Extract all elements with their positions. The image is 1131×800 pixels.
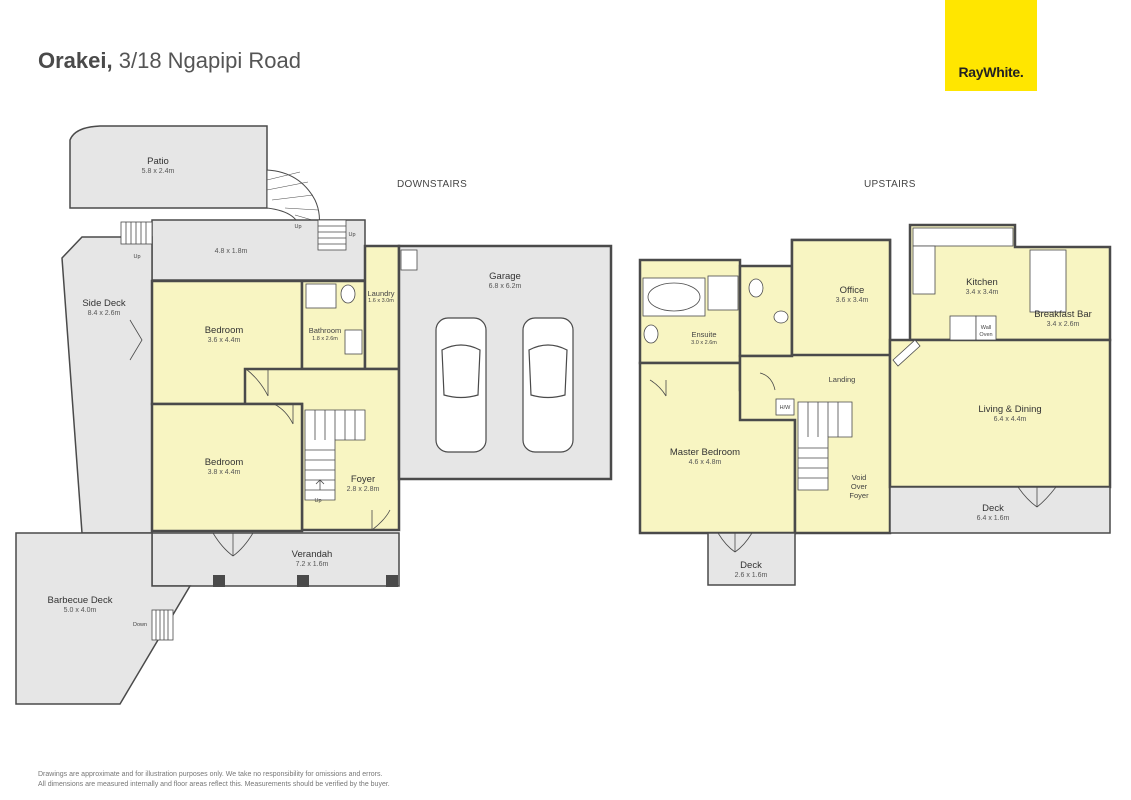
- landing-name: Landing: [829, 375, 856, 384]
- up-label-3: Up: [348, 232, 355, 238]
- car-2: [522, 317, 574, 453]
- patio-area: [69, 125, 268, 209]
- bedroom-2-dim: 3.8 x 4.4m: [208, 469, 241, 476]
- side-deck-steps: [120, 221, 153, 245]
- up-label-2: Up: [294, 224, 301, 230]
- office-dim: 3.6 x 3.4m: [836, 297, 869, 304]
- kitchen-name: Kitchen: [966, 277, 998, 288]
- laundry-name: Laundry: [367, 289, 394, 298]
- bedroom-2-name: Bedroom: [205, 457, 244, 468]
- up-label-1: Up: [133, 254, 140, 260]
- kitchen-dim: 3.4 x 3.4m: [966, 289, 999, 296]
- laundry-dim: 1.6 x 3.0m: [368, 298, 394, 304]
- north-deck-steps: [317, 219, 347, 251]
- laundry-tub: [400, 249, 418, 271]
- garage-dim: 6.8 x 6.2m: [489, 283, 522, 290]
- patio-dim: 5.8 x 2.4m: [142, 168, 175, 175]
- foyer-stair: [304, 409, 366, 501]
- verandah: [151, 532, 400, 587]
- deck-large: [889, 486, 1111, 534]
- bedroom-2: [150, 402, 304, 533]
- ensuite-shower: [707, 275, 739, 311]
- master-bedroom-dim: 4.6 x 4.8m: [689, 459, 722, 466]
- down-label: Down: [133, 622, 147, 628]
- breakfast-bar-dim: 3.4 x 2.6m: [1047, 321, 1080, 328]
- property-title: Orakei, 3/18 Ngapipi Road: [38, 48, 301, 74]
- patio-name: Patio: [147, 156, 169, 167]
- disclaimer: Drawings are approximate and for illustr…: [38, 770, 390, 790]
- office: [790, 238, 892, 357]
- upstairs-stair: [797, 401, 853, 491]
- garage: [397, 244, 613, 481]
- upstairs-heading: UPSTAIRS: [864, 179, 916, 190]
- upstairs-wc: [738, 264, 794, 358]
- bbq-deck-name: Barbecue Deck: [48, 595, 113, 606]
- living-dim: 6.4 x 4.4m: [994, 416, 1027, 423]
- wall-oven-line-1: Wall: [981, 325, 992, 331]
- side-deck-dim: 8.4 x 2.6m: [88, 310, 121, 317]
- deck-small-name: Deck: [740, 560, 762, 571]
- bedroom-1-name: Bedroom: [205, 325, 244, 336]
- ensuite-dim: 3.0 x 2.6m: [691, 340, 717, 346]
- wall-oven: [975, 315, 997, 341]
- bathroom-dim: 1.8 x 2.6m: [312, 336, 338, 342]
- bbq-deck-dim: 5.0 x 4.0m: [64, 607, 97, 614]
- foyer-dim: 2.8 x 2.8m: [347, 486, 380, 493]
- wall-oven-line-2: Oven: [979, 332, 992, 338]
- verandah-name: Verandah: [292, 549, 333, 560]
- disclaimer-line-2: All dimensions are measured internally a…: [38, 781, 390, 788]
- deck-small: [707, 532, 796, 586]
- side-deck-name: Side Deck: [82, 298, 126, 309]
- deck-small-dim: 2.6 x 1.6m: [735, 572, 768, 579]
- north-deck-dim: 4.8 x 1.8m: [215, 248, 248, 255]
- suburb-label: Orakei,: [38, 48, 113, 73]
- side-deck-area: [61, 236, 153, 534]
- office-name: Office: [840, 285, 865, 296]
- barbecue-deck: [15, 532, 192, 705]
- hw-label: H/W: [780, 405, 792, 411]
- laundry: [363, 244, 401, 371]
- void-line-2: Over: [851, 482, 868, 491]
- void-line-1: Void: [852, 473, 867, 482]
- garage-name: Garage: [489, 271, 521, 282]
- void-line-3: Foyer: [849, 491, 869, 500]
- shower-downstairs: [305, 283, 337, 309]
- ensuite-toilet: [643, 324, 659, 344]
- car-1: [435, 317, 487, 453]
- bedroom-1-dim: 3.6 x 4.4m: [208, 337, 241, 344]
- hw-cupboard: [775, 398, 795, 416]
- breakfast-bar-name: Breakfast Bar: [1034, 309, 1092, 320]
- disclaimer-line-1: Drawings are approximate and for illustr…: [38, 771, 383, 778]
- vanity-downstairs: [344, 329, 363, 355]
- deck-large-dim: 6.4 x 1.6m: [977, 515, 1010, 522]
- ensuite-name: Ensuite: [691, 330, 716, 339]
- foyer-name: Foyer: [351, 474, 375, 485]
- bathroom-name: Bathroom: [309, 326, 342, 335]
- living-name: Living & Dining: [978, 404, 1041, 415]
- logo-text: RayWhite.: [958, 64, 1024, 80]
- verandah-dim: 7.2 x 1.6m: [296, 561, 329, 568]
- deck-large-name: Deck: [982, 503, 1004, 514]
- toilet-downstairs: [340, 284, 356, 304]
- master-bedroom-name: Master Bedroom: [670, 447, 740, 458]
- downstairs-heading: DOWNSTAIRS: [397, 179, 468, 190]
- bbq-deck-steps: [151, 609, 174, 641]
- raywhite-logo[interactable]: RayWhite.: [945, 0, 1037, 91]
- up-label-4: Up: [314, 498, 321, 504]
- address-label: 3/18 Ngapipi Road: [118, 48, 301, 73]
